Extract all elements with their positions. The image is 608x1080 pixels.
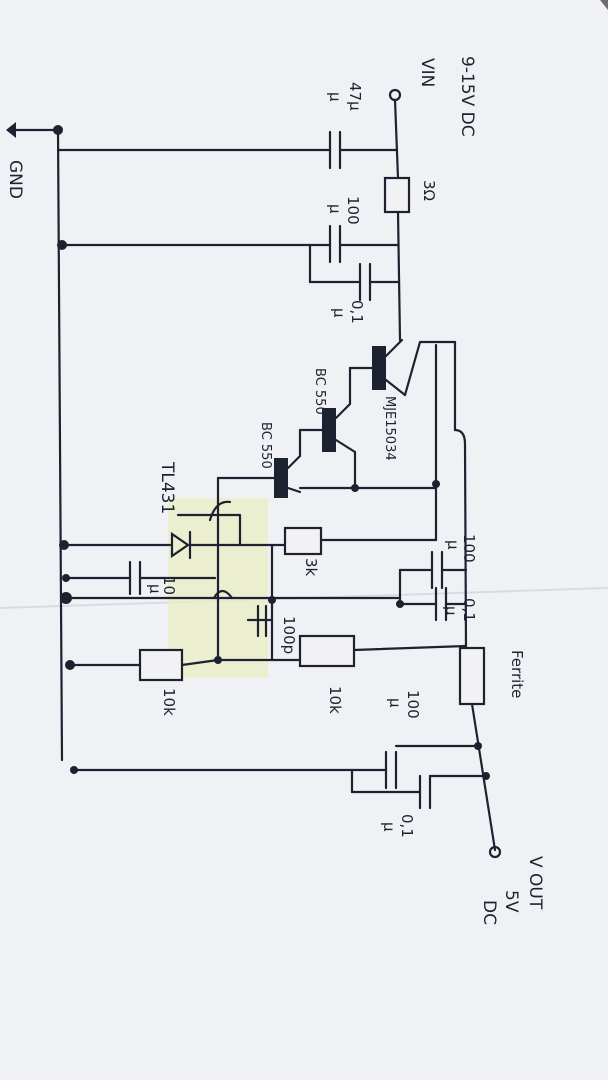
cap-100u-in [60, 224, 400, 264]
transistor-bc550-2 [216, 428, 302, 602]
label-r1: 3Ω [420, 180, 438, 201]
resistor-10k-lower [68, 648, 220, 682]
label-c7: 100p [280, 616, 298, 654]
label-c8: 100 [404, 690, 422, 719]
label-r2: 3k [302, 558, 320, 577]
cap-0-1u-in [308, 243, 401, 302]
label-c4-unit: µ [444, 540, 462, 550]
cap-100p [246, 604, 274, 638]
label-ferrite: Ferrite [508, 650, 526, 698]
label-c2-unit: µ [326, 204, 344, 214]
label-reg: TL431 [157, 461, 177, 514]
label-c9-unit: µ [380, 822, 398, 832]
label-gnd: GND [5, 160, 25, 199]
label-c1-unit: µ [326, 92, 344, 102]
cap-0-1u-out-b [350, 768, 490, 810]
label-c4: 100 [460, 534, 478, 563]
resistor-3k [283, 526, 323, 556]
cap-100u-out-a [396, 550, 468, 608]
cap-0-1u-out-a [398, 586, 468, 622]
label-vout-type: DC [479, 900, 499, 925]
label-r3: 10k [326, 686, 344, 714]
resistor-3ohm [383, 176, 411, 214]
label-c1: 47µ [346, 82, 364, 111]
label-c8-unit: µ [386, 698, 404, 708]
resistor-10k-upper [216, 634, 468, 668]
label-r4: 10k [160, 688, 178, 716]
collector-bus [298, 343, 440, 542]
label-c9: 0,1 [398, 814, 416, 838]
label-c5: 0,1 [460, 598, 478, 622]
label-c5-unit: µ [442, 606, 460, 616]
labels: 9-15V DC VIN GND 47µ µ 3Ω 100 µ 0,1 µ MJ… [5, 56, 545, 925]
label-q2: BC 550 [312, 368, 327, 415]
label-supply-range: 9-15V DC [457, 56, 477, 137]
cap-47u [56, 130, 398, 170]
input-rail [383, 88, 411, 342]
ferrite-bead [458, 646, 486, 706]
label-vout-value: 5V [501, 890, 521, 913]
label-q3: BC 550 [258, 422, 273, 469]
cap-10u [64, 560, 217, 596]
output-rail [418, 340, 502, 859]
label-c2: 100 [344, 196, 362, 225]
label-c3-unit: µ [330, 308, 348, 318]
label-c6-unit: µ [146, 584, 164, 594]
label-vin: VIN [417, 58, 437, 87]
transistor-mje15034 [348, 338, 422, 397]
label-vout: V OUT [525, 856, 545, 910]
transistor-bc550-1 [298, 366, 357, 490]
label-q1: MJE15034 [382, 396, 397, 461]
label-c3: 0,1 [348, 300, 366, 324]
tl431-regulator [62, 500, 287, 560]
label-c6: 10 [160, 576, 178, 595]
cap-100u-out-b [72, 742, 482, 790]
